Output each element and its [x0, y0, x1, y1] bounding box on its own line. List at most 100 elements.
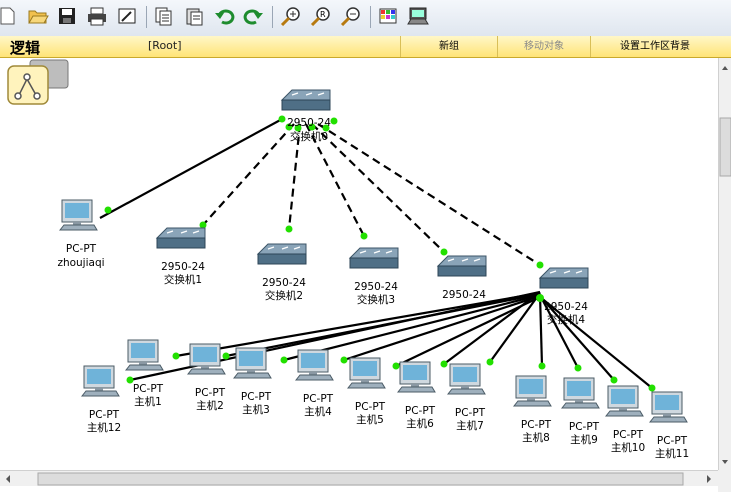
new-cluster-button[interactable]: 新组	[400, 36, 497, 57]
core-access-link-5[interactable]	[317, 123, 541, 266]
switch4-host-link-8[interactable]	[489, 292, 541, 363]
access-switch-model: 2950-24	[262, 277, 306, 289]
host-name: 主机6	[406, 417, 434, 430]
host-pc-icon-2[interactable]	[186, 343, 226, 375]
link-status-dot	[648, 384, 656, 392]
host-pc-icon-11[interactable]	[648, 391, 688, 423]
link-status-dot	[104, 206, 112, 214]
core-access-link-2[interactable]	[287, 123, 302, 230]
access-switch-name: 交换机1	[164, 273, 202, 286]
host-pc-icon-4[interactable]	[294, 349, 334, 381]
host-model: PC-PT	[405, 405, 436, 417]
host-model: PC-PT	[89, 409, 120, 421]
workspace-mode-bar: 逻辑 [Root] 新组 移动对象 设置工作区背景	[0, 36, 731, 58]
host-pc-icon-7[interactable]	[446, 363, 486, 395]
set-background-button[interactable]: 设置工作区背景	[590, 36, 719, 57]
host-pc-icon-1[interactable]	[124, 339, 164, 371]
host-name: 主机11	[655, 447, 689, 460]
host-model: PC-PT	[455, 407, 486, 419]
scroll-up-icon[interactable]	[722, 66, 728, 70]
logical-nav-badge[interactable]	[7, 59, 69, 105]
link-status-dot	[440, 360, 448, 368]
palette-icon[interactable]	[377, 5, 399, 27]
vertical-scroll-thumb[interactable]	[719, 117, 731, 177]
host-model: PC-PT	[303, 393, 334, 405]
host-model: PC-PT	[241, 391, 272, 403]
svg-text:R: R	[320, 10, 326, 19]
host-model: PC-PT	[355, 401, 386, 413]
switch4-host-link-10[interactable]	[539, 294, 579, 369]
link-status-dot	[294, 124, 302, 132]
scroll-down-icon[interactable]	[722, 460, 728, 464]
host-name: 主机8	[522, 431, 550, 444]
zoom-out-icon[interactable]	[340, 5, 362, 27]
switch4-host-link-7[interactable]	[443, 291, 541, 365]
root-breadcrumb[interactable]: [Root]	[148, 39, 182, 52]
switch4-host-link-2[interactable]	[175, 291, 541, 358]
access-switch-model: 2950-24	[544, 301, 588, 313]
switch4-host-link-9[interactable]	[538, 293, 544, 367]
topology-icon	[14, 73, 41, 100]
switch4-host-link-4[interactable]	[283, 293, 541, 362]
undo-icon[interactable]	[213, 5, 235, 27]
paste-icon[interactable]	[183, 5, 205, 27]
host-pc-icon-10[interactable]	[604, 385, 644, 417]
redo-icon[interactable]	[243, 5, 265, 27]
main-toolbar: R	[0, 0, 731, 37]
host-pc-icon-9[interactable]	[560, 377, 600, 409]
zoom-reset-icon[interactable]: R	[310, 5, 332, 27]
horizontal-scroll-thumb[interactable]	[37, 472, 684, 486]
link-status-dot	[308, 123, 316, 131]
host-name: 主机1	[134, 395, 162, 408]
link-status-dot	[536, 294, 544, 302]
host-pc-icon-6[interactable]	[396, 361, 436, 393]
access-switch-icon-2[interactable]	[256, 243, 307, 265]
switch4-host-link-12[interactable]	[539, 296, 653, 389]
link-status-dot	[280, 356, 288, 364]
core-server-link[interactable]	[99, 117, 285, 219]
access-switch-icon-4[interactable]	[436, 255, 487, 277]
new-icon[interactable]	[0, 5, 18, 27]
core-access-link-3[interactable]	[305, 123, 365, 237]
access-switch-icon-1[interactable]	[155, 227, 206, 249]
access-switch-icon-5[interactable]	[538, 267, 589, 289]
link-status-dot	[322, 124, 330, 132]
host-pc-icon-12[interactable]	[80, 365, 120, 397]
link-status-dot	[285, 225, 293, 233]
core-access-link-1[interactable]	[202, 123, 295, 226]
server-pc-icon[interactable]	[58, 199, 98, 231]
switch4-host-link-3[interactable]	[225, 292, 541, 358]
host-model: PC-PT	[521, 419, 552, 431]
host-pc-icon-3[interactable]	[232, 347, 272, 379]
print-icon[interactable]	[86, 5, 108, 27]
zoom-in-icon[interactable]	[280, 5, 302, 27]
logical-mode-label[interactable]: 逻辑	[10, 39, 41, 57]
save-icon[interactable]	[56, 5, 78, 27]
copy-icon[interactable]	[152, 5, 174, 27]
wizard-icon[interactable]	[116, 5, 138, 27]
access-switch-model: 2950-24	[354, 281, 398, 293]
move-object-button[interactable]: 移动对象	[497, 36, 590, 57]
link-status-dot	[199, 221, 207, 229]
switch4-host-link-5[interactable]	[343, 294, 541, 362]
host-pc-icon-8[interactable]	[512, 375, 552, 407]
core-switch-icon[interactable]	[280, 89, 331, 111]
scroll-left-icon[interactable]	[6, 475, 10, 483]
host-name: 主机10	[611, 441, 645, 454]
host-pc-icon-5[interactable]	[346, 357, 386, 389]
access-switch-name: 交换机3	[357, 293, 395, 306]
open-icon[interactable]	[27, 5, 49, 27]
access-switch-model: 2950-24	[161, 261, 205, 273]
access-switch-icon-3[interactable]	[348, 247, 399, 269]
core-access-link-4[interactable]	[311, 123, 445, 253]
access-switch-name: 交换机4	[547, 313, 585, 326]
host-name: 主机9	[570, 433, 598, 446]
device-dialog-icon[interactable]	[407, 5, 429, 27]
switch4-host-link-11[interactable]	[539, 295, 615, 381]
scroll-right-icon[interactable]	[707, 475, 711, 483]
horizontal-scrollbar[interactable]	[0, 470, 718, 487]
switch4-host-link-6[interactable]	[395, 296, 541, 367]
host-name: 主机4	[304, 405, 332, 418]
vertical-scrollbar[interactable]	[718, 58, 731, 470]
